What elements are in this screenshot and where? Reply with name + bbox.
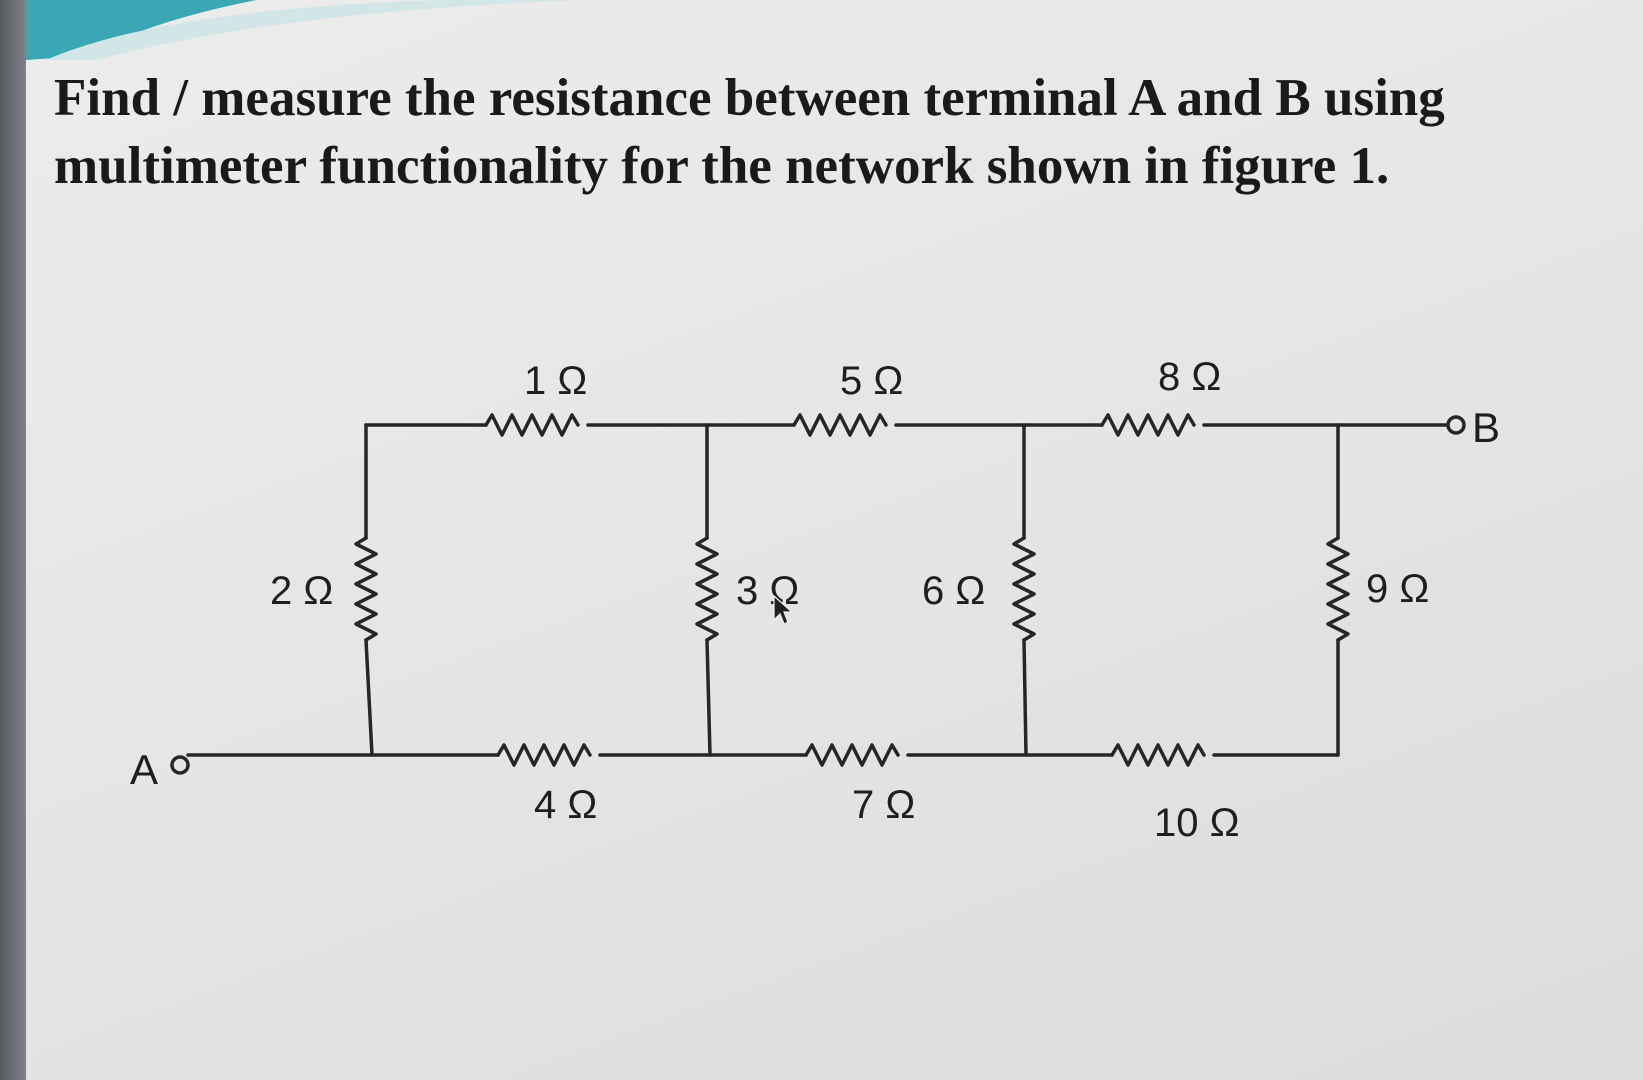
resistor-7-zigzag xyxy=(804,743,900,767)
mouse-cursor-icon xyxy=(773,594,794,625)
terminal-b-node xyxy=(1446,415,1466,435)
resistor-5-zigzag xyxy=(792,413,888,437)
resistor-6-zigzag xyxy=(1012,536,1036,642)
terminal-b-label: B xyxy=(1472,404,1500,451)
monitor-bezel xyxy=(0,0,26,1080)
wire-v3-bottom xyxy=(1022,638,1028,757)
terminal-a-label: A xyxy=(130,746,158,793)
resistor-1-zigzag xyxy=(484,413,580,437)
resistor-9-zigzag xyxy=(1326,536,1350,642)
resistor-6-label: 6 Ω xyxy=(922,569,985,613)
resistor-4-zigzag xyxy=(496,743,592,767)
circuit-diagram: A B 1 Ω 5 Ω 8 Ω 2 Ω 3 Ω 6 Ω 9 Ω 4 Ω 7 Ω … xyxy=(130,355,1500,845)
resistor-10-label: 10 Ω xyxy=(1154,801,1240,845)
resistor-8-label: 8 Ω xyxy=(1158,355,1221,399)
slide-accent-band xyxy=(26,0,586,60)
resistor-8-zigzag xyxy=(1100,413,1196,437)
wire-v1-bottom xyxy=(364,638,374,757)
resistor-3-label: 3 Ω xyxy=(736,569,799,613)
resistor-10-zigzag xyxy=(1110,743,1206,767)
resistor-3-zigzag xyxy=(695,536,719,642)
resistor-2-label: 2 Ω xyxy=(270,569,333,613)
terminal-a-node xyxy=(170,755,190,775)
wire-v2-bottom xyxy=(705,638,712,757)
question-line-1: Find / measure the resistance between te… xyxy=(54,69,1445,127)
resistor-2-zigzag xyxy=(354,536,378,642)
resistor-5-label: 5 Ω xyxy=(840,359,903,403)
question-line-2: multimeter functionality for the network… xyxy=(54,137,1390,195)
resistor-4-label: 4 Ω xyxy=(534,783,597,827)
question-text: Find / measure the resistance between te… xyxy=(54,64,1614,200)
circuit-wires xyxy=(186,413,1450,767)
resistor-1-label: 1 Ω xyxy=(524,359,587,403)
resistor-7-label: 7 Ω xyxy=(852,783,915,827)
resistor-9-label: 9 Ω xyxy=(1366,567,1429,611)
slide-background: Find / measure the resistance between te… xyxy=(26,0,1643,1080)
